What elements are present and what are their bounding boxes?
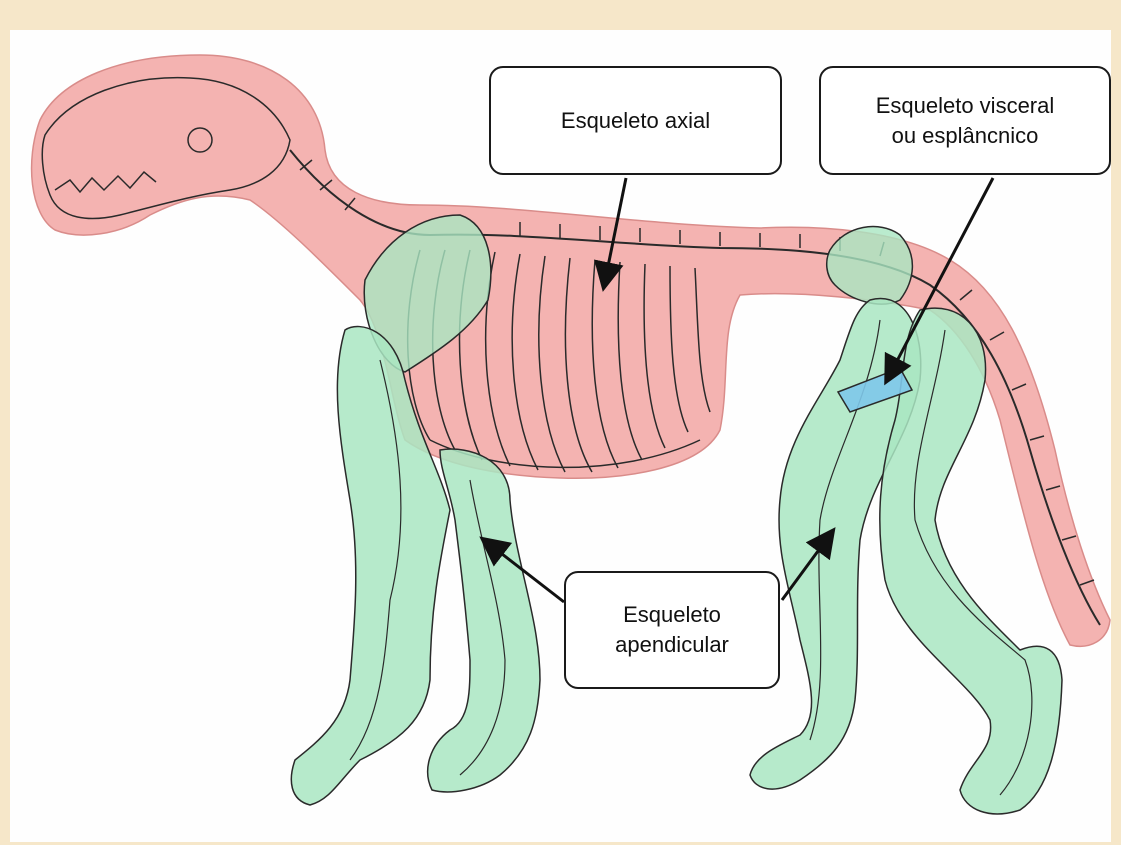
label-visceral-skeleton: Esqueleto visceral ou esplâncnico	[876, 91, 1055, 151]
callout-axial-skeleton: Esqueleto axial	[489, 66, 782, 175]
label-axial-skeleton: Esqueleto axial	[561, 106, 710, 136]
callout-appendicular-skeleton: Esqueleto apendicular	[564, 571, 780, 689]
label-appendicular-skeleton: Esqueleto apendicular	[615, 600, 729, 660]
callout-visceral-skeleton: Esqueleto visceral ou esplâncnico	[819, 66, 1111, 175]
